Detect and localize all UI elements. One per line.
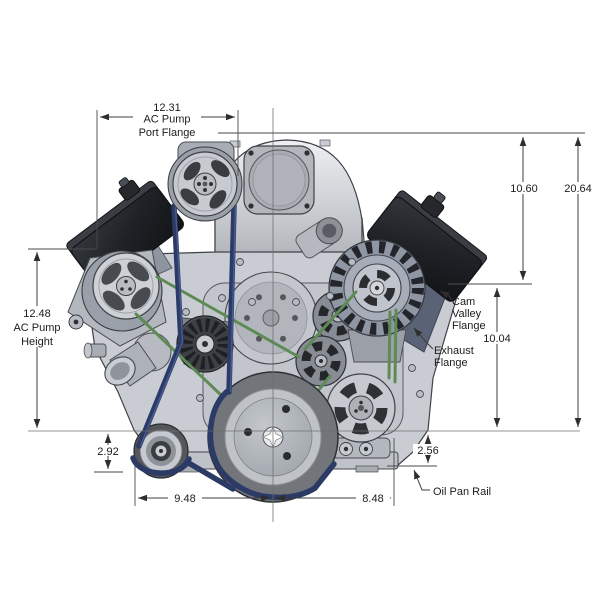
dim-value-12-48: 12.48 xyxy=(23,308,51,320)
engine-assembly xyxy=(66,139,488,503)
label-ac-pump-2: AC Pump xyxy=(13,322,60,334)
dim-value-2-92: 2.92 xyxy=(97,446,118,458)
label-valley: Valley xyxy=(452,308,482,320)
throttle-body-flange xyxy=(243,145,315,215)
bottom-idler-pulley xyxy=(133,423,189,479)
belt-tensioner xyxy=(176,315,234,373)
dim-value-20-64: 20.64 xyxy=(564,183,592,195)
label-exhaust-flange: Flange xyxy=(434,357,468,369)
ac-pump xyxy=(167,141,243,222)
label-oil-pan-rail: Oil Pan Rail xyxy=(433,486,491,498)
intake-tab-right xyxy=(319,139,331,147)
dim-crank-line-to-oil-pan-rail: 2.56 xyxy=(413,435,443,463)
dim-value-2-56: 2.56 xyxy=(417,445,438,457)
callout-cam-valley-flange: Cam Valley Flange xyxy=(439,290,486,332)
label-port-flange: Port Flange xyxy=(139,127,196,139)
dim-top-to-cam-valley: 10.60 xyxy=(506,137,542,280)
dim-value-12-31: 12.31 xyxy=(153,102,181,114)
label-ac-pump: AC Pump xyxy=(143,114,190,126)
dim-overall-height: 20.64 xyxy=(560,137,597,427)
callout-exhaust-flange: Exhaust Flange xyxy=(413,327,474,369)
dim-value-10-60: 10.60 xyxy=(510,183,538,195)
water-neck xyxy=(83,332,172,387)
dim-ac-pump-port-flange: 12.31 AC Pump Port Flange xyxy=(100,102,235,139)
dim-crank-to-left: 9.48 xyxy=(138,492,270,505)
dim-crank-line-to-tensioner: 2.92 xyxy=(93,434,123,469)
dim-value-9-48: 9.48 xyxy=(174,493,195,505)
label-flange: Flange xyxy=(452,320,486,332)
power-steering-pump xyxy=(67,249,167,347)
dim-ac-pump-height: 12.48 AC Pump Height xyxy=(10,252,64,428)
label-exhaust: Exhaust xyxy=(434,345,474,357)
valve-cover-right xyxy=(367,190,488,302)
idle-air-cylinder xyxy=(295,217,343,259)
serpentine-belt-green xyxy=(134,275,398,398)
lower-idler-pulley xyxy=(295,335,347,387)
dimension-annotations: 12.31 AC Pump Port Flange 10.60 20.64 10… xyxy=(10,102,597,506)
dim-value-10-04: 10.04 xyxy=(483,333,511,345)
label-height: Height xyxy=(21,336,53,348)
serpentine-belt-blue-highlight xyxy=(139,205,237,447)
block-bolts xyxy=(182,258,424,402)
label-cam: Cam xyxy=(452,296,475,308)
callout-oil-pan-rail: Oil Pan Rail xyxy=(413,469,491,498)
dim-cam-valley-to-crank-line: 10.04 xyxy=(480,288,515,427)
lower-right-pulley xyxy=(326,373,396,459)
dim-crank-to-right: 8.48 xyxy=(276,492,391,505)
dim-value-8-48: 8.48 xyxy=(362,493,383,505)
